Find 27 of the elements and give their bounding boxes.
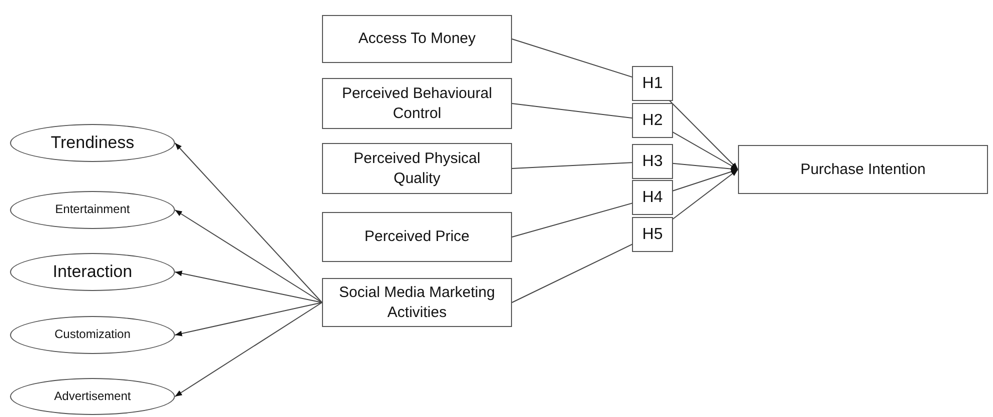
arrow — [174, 302, 322, 336]
arrow — [174, 142, 322, 303]
hypothesis-label: H5 — [632, 217, 673, 252]
node-label: Entertainment — [54, 202, 131, 218]
construct-box — [322, 143, 512, 194]
node-label: Advertisement — [53, 388, 132, 404]
node-label: Access To Money — [357, 29, 477, 49]
construct-box — [322, 78, 512, 129]
arrow — [174, 210, 322, 303]
construct-box — [738, 145, 988, 194]
node-label: Trendiness — [50, 132, 136, 154]
arrow — [174, 270, 322, 303]
node-label: Social Media Marketing Activities — [338, 283, 496, 322]
node-label: Perceived Physical Quality — [352, 149, 482, 188]
hypothesis-label: H2 — [632, 103, 673, 138]
construct-box — [322, 212, 512, 262]
hypothesis-label: H4 — [632, 180, 673, 215]
arrow — [174, 302, 322, 397]
node-label: Perceived Price — [363, 227, 471, 247]
construct-box — [322, 278, 512, 327]
node-label: Customization — [53, 327, 132, 343]
construct-box — [322, 15, 512, 63]
node-label: Perceived Behavioural Control — [340, 84, 494, 123]
hypothesis-label: H1 — [632, 66, 673, 101]
node-label: Interaction — [52, 260, 134, 283]
node-label: Purchase Intention — [799, 160, 927, 180]
hypothesis-label: H3 — [632, 144, 673, 179]
